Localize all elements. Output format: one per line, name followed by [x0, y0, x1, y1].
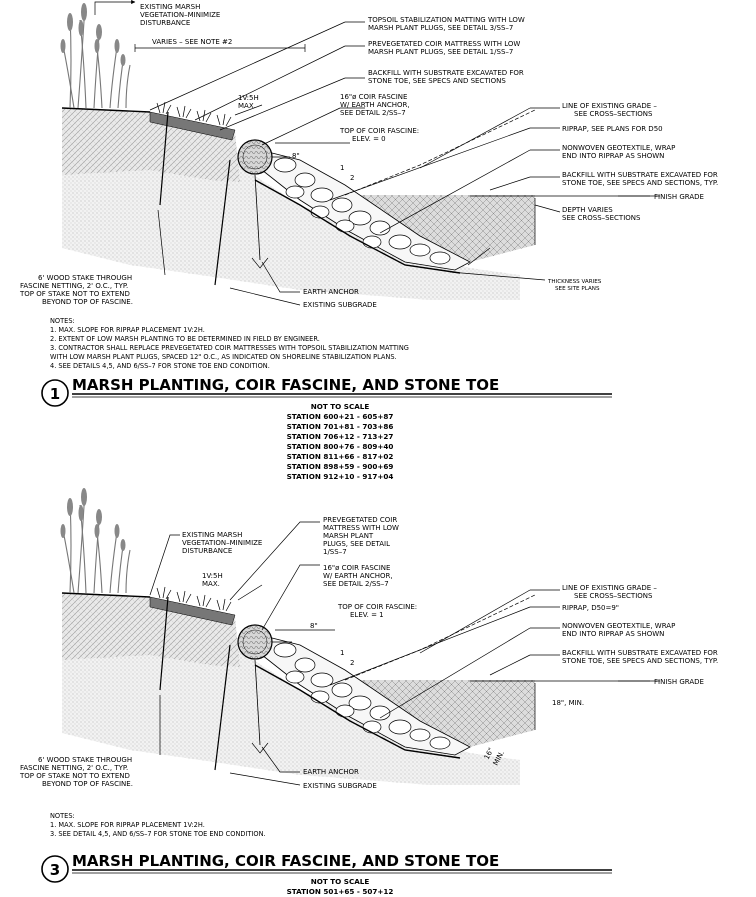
note-1-3: 3. CONTRACTOR SHALL REPLACE PREVEGETATED… [50, 344, 409, 352]
station-3-0: STATION 501+65 - 507+12 [287, 887, 394, 896]
label3-backfill-r-2: STONE TOE, SEE SPECS AND SECTIONS, TYP. [562, 657, 718, 665]
label-top-fascine-2: ELEV. = 0 [352, 135, 386, 143]
label3-fascine-3: SEE DETAIL 2/SS–7 [323, 580, 389, 588]
label-depth-2: SEE CROSS–SECTIONS [562, 214, 641, 222]
note-3-1: 1. MAX. SLOPE FOR RIPRAP PLACEMENT 1V:2H… [50, 821, 205, 829]
detail-title-3: MARSH PLANTING, COIR FASCINE, AND STONE … [72, 852, 499, 870]
label3-dim-1b: 2 [350, 659, 354, 667]
label3-existing-marsh-3: DISTURBANCE [182, 547, 232, 555]
label3-dim-1a: 1 [340, 649, 344, 657]
station-1-0: STATION 600+21 - 605+87 [287, 412, 394, 421]
station-1-5: STATION 898+59 - 900+69 [287, 462, 394, 471]
label-top-fascine-1: TOP OF COIR FASCINE: [339, 127, 419, 135]
label3-stake-3: TOP OF STAKE NOT TO EXTEND [19, 772, 130, 780]
label3-top-fascine-1: TOP OF COIR FASCINE: [337, 603, 417, 611]
label-existing-marsh-2: VEGETATION–MINIMIZE [140, 11, 220, 19]
label-depth-1: DEPTH VARIES [562, 206, 613, 214]
label-slope-2: MAX. [238, 102, 256, 110]
station-1-2: STATION 706+12 - 713+27 [287, 432, 394, 441]
label-subgrade: EXISTING SUBGRADE [303, 301, 377, 309]
station-1-1: STATION 701+81 - 703+86 [287, 422, 394, 431]
label-grade-1: LINE OF EXISTING GRADE – [562, 102, 657, 110]
label3-slope-1: 1V:5H [202, 572, 223, 580]
label-topsoil-1: TOPSOIL STABILIZATION MATTING WITH LOW [367, 16, 525, 24]
label3-prevegetated-3: MARSH PLANT [323, 532, 374, 540]
detail-3: EXISTING MARSH VEGETATION–MINIMIZE DISTU… [19, 487, 718, 896]
label3-grade-2: SEE CROSS–SECTIONS [574, 592, 653, 600]
label-slope-1: 1V:5H [238, 94, 259, 102]
label-stake-2: FASCINE NETTING, 2' O.C., TYP. [20, 282, 128, 290]
label3-subgrade: EXISTING SUBGRADE [303, 782, 377, 790]
label-thickness-2: SEE SITE PLANS [555, 286, 600, 292]
label-thickness-1: THICKNESS VARIES [547, 279, 602, 285]
label-backfill-r-2: STONE TOE, SEE SPECS AND SECTIONS, TYP. [562, 179, 718, 187]
label3-top-fascine-2: ELEV. = 1 [350, 611, 384, 619]
label3-earth-anchor: EARTH ANCHOR [303, 768, 359, 776]
label-geotextile-1: NONWOVEN GEOTEXTILE, WRAP [562, 144, 675, 152]
label-fascine-3: SEE DETAIL 2/SS–7 [340, 109, 406, 117]
label3-riprap: RIPRAP, D50=9" [562, 604, 619, 612]
label-stake-1: 6' WOOD STAKE THROUGH [38, 274, 132, 282]
note-1-0: NOTES: [50, 317, 75, 325]
label-backfill-1: BACKFILL WITH SUBSTRATE EXCAVATED FOR [368, 69, 524, 77]
label3-existing-marsh-2: VEGETATION–MINIMIZE [182, 539, 262, 547]
label-prevegetated-1: PREVEGETATED COIR MATTRESS WITH LOW [368, 40, 520, 48]
label3-prevegetated-2: MATTRESS WITH LOW [323, 524, 399, 532]
detail-number-3: 3 [50, 861, 60, 879]
label-existing-marsh-3: DISTURBANCE [140, 19, 190, 27]
label3-stake-1: 6' WOOD STAKE THROUGH [38, 756, 132, 764]
label-grade-2: SEE CROSS–SECTIONS [574, 110, 653, 118]
label-topsoil-2: MARSH PLANT PLUGS, SEE DETAIL 3/SS–7 [368, 24, 513, 32]
detail-number-1: 1 [50, 385, 60, 403]
label-eight-inch: 8" [292, 152, 300, 160]
label3-eight-inch: 8" [310, 622, 318, 630]
label3-backfill-r-1: BACKFILL WITH SUBSTRATE EXCAVATED FOR [562, 649, 718, 657]
label3-prevegetated-4: PLUGS, SEE DETAIL [323, 540, 390, 548]
label-fascine-2: W/ EARTH ANCHOR, [340, 101, 410, 109]
scale-3: NOT TO SCALE [311, 877, 370, 886]
label-riprap: RIPRAP, SEE PLANS FOR D50 [562, 125, 663, 133]
label-varies: VARIES – SEE NOTE #2 [152, 38, 232, 46]
label3-fascine-1: 16"ø COIR FASCINE [323, 564, 390, 572]
detail-1: EXISTING MARSH VEGETATION–MINIMIZE DISTU… [19, 0, 718, 481]
detail-title-1: MARSH PLANTING, COIR FASCINE, AND STONE … [72, 376, 499, 394]
label3-prevegetated-5: 1/SS–7 [323, 548, 347, 556]
label-existing-marsh-1: EXISTING MARSH [140, 3, 200, 11]
label3-stake-4: BEYOND TOP OF FASCINE. [42, 780, 133, 788]
scale-1: NOT TO SCALE [311, 402, 370, 411]
station-1-3: STATION 800+76 - 809+40 [287, 442, 394, 451]
label3-geotextile-1: NONWOVEN GEOTEXTILE, WRAP [562, 622, 675, 630]
note-1-4: WITH LOW MARSH PLANT PLUGS, SPACED 12" O… [50, 353, 397, 361]
label-earth-anchor: EARTH ANCHOR [303, 288, 359, 296]
label3-grade-1: LINE OF EXISTING GRADE – [562, 584, 657, 592]
label3-stake-2: FASCINE NETTING, 2' O.C., TYP. [20, 764, 128, 772]
station-1-4: STATION 811+66 - 817+02 [287, 452, 394, 461]
station-1-6: STATION 912+10 - 917+04 [287, 472, 394, 481]
label-backfill-r-1: BACKFILL WITH SUBSTRATE EXCAVATED FOR [562, 171, 718, 179]
detail-number-circle-3 [41, 855, 69, 883]
note-1-1: 1. MAX. SLOPE FOR RIPRAP PLACEMENT 1V:2H… [50, 326, 205, 334]
label-stake-3: TOP OF STAKE NOT TO EXTEND [19, 290, 130, 298]
note-3-2: 3. SEE DETAIL 4,5, AND 6/SS–7 FOR STONE … [50, 830, 266, 838]
label3-min-18: 18", MIN. [552, 699, 584, 707]
label-fascine-1: 16"ø COIR FASCINE [340, 93, 407, 101]
label-finish-grade: FINISH GRADE [654, 193, 704, 201]
note-3-0: NOTES: [50, 812, 75, 820]
note-1-2: 2. EXTENT OF LOW MARSH PLANTING TO BE DE… [50, 335, 320, 343]
label3-existing-marsh-1: EXISTING MARSH [182, 531, 242, 539]
label-backfill-2: STONE TOE, SEE SPECS AND SECTIONS [368, 77, 506, 85]
label3-prevegetated-1: PREVEGETATED COIR [323, 516, 397, 524]
label-dim-1a: 1 [340, 164, 344, 172]
label3-fascine-2: W/ EARTH ANCHOR, [323, 572, 393, 580]
label3-slope-2: MAX. [202, 580, 220, 588]
label-prevegetated-2: MARSH PLANT PLUGS, SEE DETAIL 1/SS–7 [368, 48, 513, 56]
detail-number-circle-1 [41, 379, 69, 407]
label-geotextile-2: END INTO RIPRAP AS SHOWN [562, 152, 664, 160]
label3-geotextile-2: END INTO RIPRAP AS SHOWN [562, 630, 664, 638]
note-1-5: 4. SEE DETAILS 4,5, AND 6/SS–7 FOR STONE… [50, 362, 270, 370]
label3-finish-grade: FINISH GRADE [654, 678, 704, 686]
label-dim-1b: 2 [350, 174, 354, 182]
label-stake-4: BEYOND TOP OF FASCINE. [42, 298, 133, 306]
